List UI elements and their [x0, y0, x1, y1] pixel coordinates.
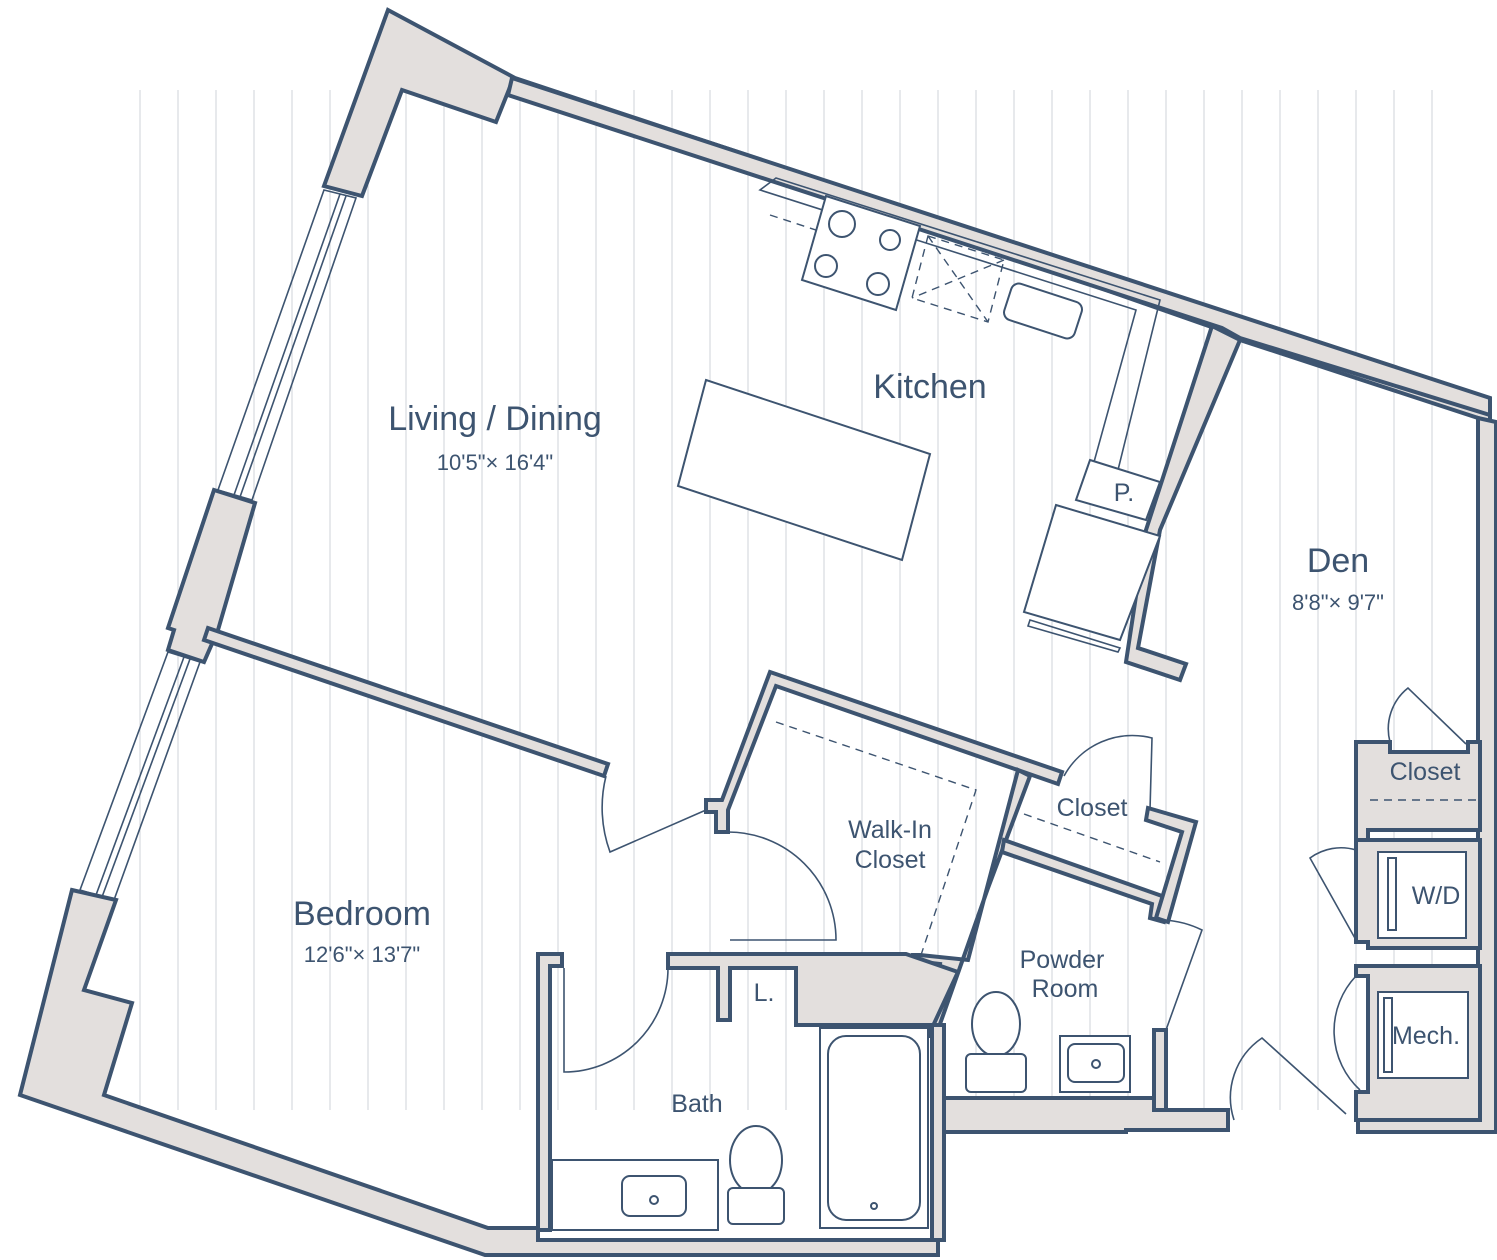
bath-label: Bath	[671, 1090, 722, 1118]
window-upper	[216, 189, 358, 501]
kitchen-sink	[1003, 282, 1083, 340]
pantry	[1074, 458, 1162, 522]
wall-bath-core	[666, 952, 961, 1029]
wall-left-pier	[165, 487, 258, 665]
burner-icon	[866, 272, 890, 296]
doors	[563, 686, 1467, 1121]
den-closet-door	[1387, 686, 1467, 745]
bedroom-door	[601, 775, 707, 854]
wall-top-main	[505, 75, 1492, 418]
pantry-label: P.	[1114, 479, 1134, 507]
windows	[78, 189, 358, 901]
burner-icon	[879, 229, 901, 251]
toilet-tank	[727, 1187, 785, 1225]
walkin-closet-label-1: Walk-In	[848, 816, 932, 844]
closet-mid-door	[1063, 734, 1153, 811]
powder-room-label-2: Room	[1032, 975, 1099, 1003]
den-closet-label: Closet	[1390, 758, 1461, 786]
bath-door	[563, 967, 669, 1073]
wall-powder-right	[1152, 1028, 1168, 1112]
kitchen-fixtures	[676, 177, 1162, 653]
toilet-tank	[965, 1053, 1027, 1093]
bath-fixtures	[551, 1027, 929, 1231]
wall-living-bedroom	[201, 625, 611, 779]
mech-door	[1333, 975, 1361, 1091]
bedroom-name: Bedroom	[293, 895, 431, 933]
faucet-icon	[1091, 1059, 1101, 1069]
wall-bottom-left	[17, 887, 940, 1257]
wall-bath-right	[930, 1023, 946, 1242]
living-room-dims: 10'5"× 16'4"	[437, 450, 553, 475]
den-name: Den	[1307, 542, 1369, 580]
closet-rods	[775, 721, 1478, 959]
burner-icon	[814, 254, 838, 278]
powder-fixtures	[965, 991, 1131, 1093]
powder-door	[1163, 919, 1203, 1031]
faucet-icon	[649, 1195, 659, 1205]
kitchen-name: Kitchen	[873, 368, 986, 406]
toilet-bowl	[971, 991, 1021, 1057]
powder-room-label-1: Powder	[1020, 946, 1105, 974]
bathtub-basin	[827, 1035, 921, 1221]
burner-icon	[828, 210, 856, 238]
wall-closet-box	[999, 837, 1171, 925]
room-labels: Living / Dining 10'5"× 16'4" Kitchen Den…	[293, 368, 1460, 1118]
closet-mid-label: Closet	[1057, 794, 1128, 822]
living-room-name: Living / Dining	[388, 400, 602, 438]
kitchen-island	[676, 378, 932, 562]
wd-label: W/D	[1412, 882, 1461, 910]
den-dims: 8'8"× 9'7"	[1292, 590, 1384, 615]
mech-label: Mech.	[1392, 1022, 1460, 1050]
walkin-door	[727, 831, 837, 941]
wall-closet-right	[1143, 805, 1199, 925]
wall-bath-left	[536, 952, 564, 1232]
toilet-bowl	[729, 1125, 783, 1195]
wall-bottom-right	[936, 1096, 1230, 1134]
refrigerator	[1022, 503, 1162, 642]
drain-icon	[870, 1202, 878, 1210]
bedroom-dims: 12'6"× 13'7"	[304, 942, 420, 967]
linen-label: L.	[754, 979, 775, 1007]
walkin-closet-label-2: Closet	[855, 846, 926, 874]
window-lower	[78, 651, 202, 901]
den-entry-door	[1229, 1036, 1347, 1121]
exterior-walls	[17, 7, 1497, 1257]
wd-door	[1308, 846, 1357, 941]
wall-walkin	[704, 669, 1065, 834]
den-utilities	[1377, 851, 1469, 1079]
